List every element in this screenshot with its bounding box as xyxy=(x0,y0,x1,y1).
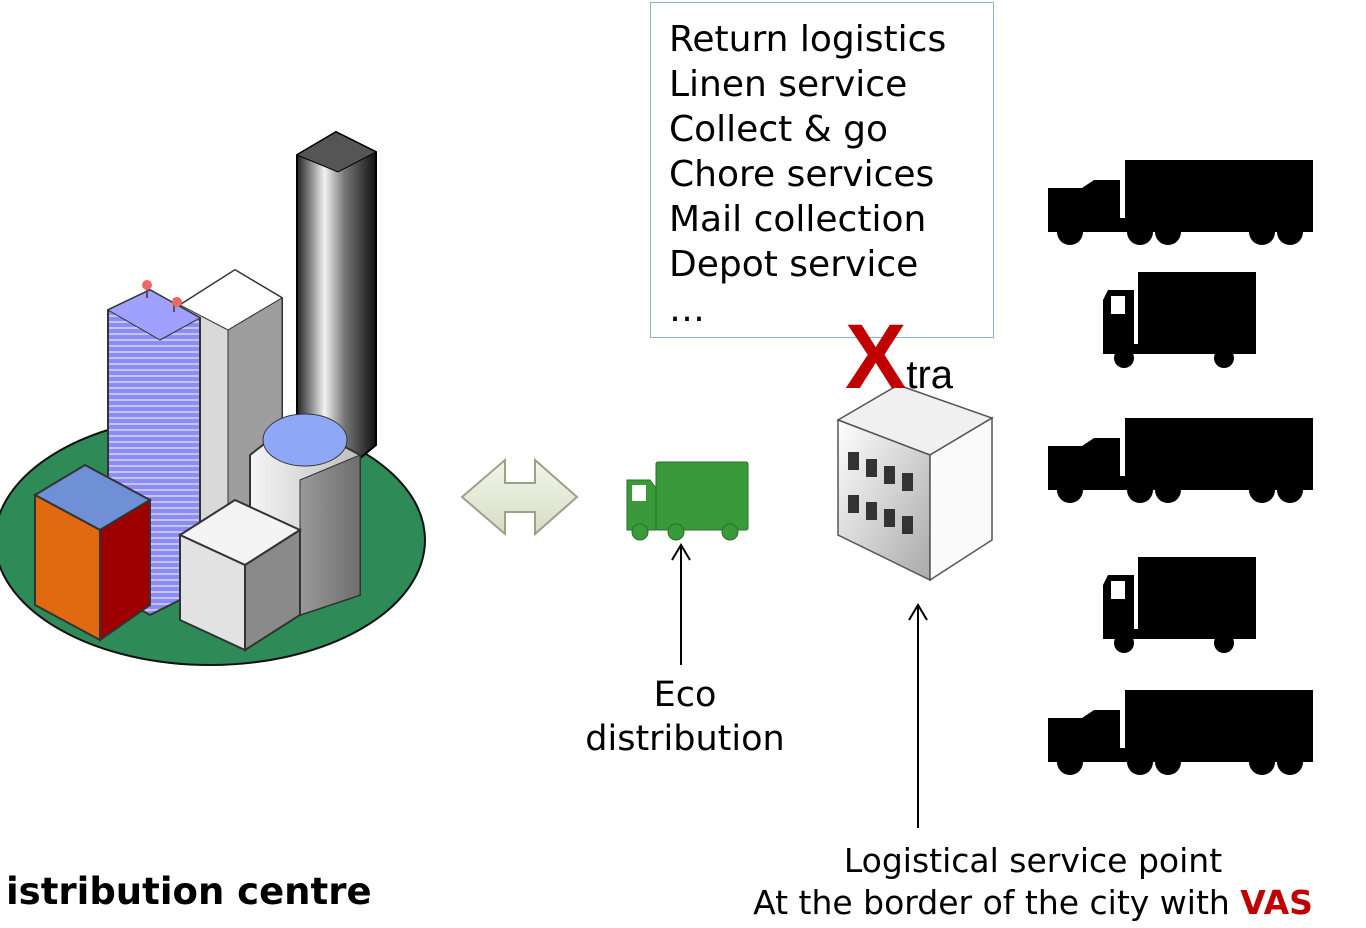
vas-highlight: VAS xyxy=(1240,883,1313,922)
eco-label-line1: Eco xyxy=(653,675,717,715)
box-truck-icon xyxy=(1103,557,1256,653)
semi-truck-icon xyxy=(1048,690,1313,775)
service-item: Depot service xyxy=(669,244,919,285)
service-item: Mail collection xyxy=(669,199,927,240)
eco-distribution-label: Eco distribution xyxy=(575,673,795,761)
service-point-line2: At the border of the city with VAS xyxy=(700,882,1366,924)
eco-truck-icon xyxy=(626,461,749,541)
services-box: Return logistics Linen service Collect &… xyxy=(650,2,994,338)
service-item: Linen service xyxy=(669,64,908,105)
xtra-x-letter: X xyxy=(845,306,907,408)
xtra-building-icon xyxy=(836,384,994,582)
dome-building xyxy=(249,413,361,617)
xtra-rest: tra xyxy=(906,353,954,397)
semi-truck-icon xyxy=(1048,418,1313,503)
service-item: … xyxy=(669,289,705,330)
distribution-centre-label: istribution centre xyxy=(6,870,372,913)
service-point-up-arrow xyxy=(908,603,928,828)
box-truck-icon xyxy=(1103,272,1256,368)
double-arrow xyxy=(460,457,579,537)
service-item: Chore services xyxy=(669,154,935,195)
eco-label-line2: distribution xyxy=(585,719,785,759)
semi-truck-icon xyxy=(1048,160,1313,245)
red-building xyxy=(32,463,153,642)
grey-block xyxy=(177,498,303,652)
services-list: Return logistics Linen service Collect &… xyxy=(669,17,946,332)
eco-up-arrow xyxy=(671,543,691,665)
xtra-logo: Xtra xyxy=(845,311,954,403)
service-point-line1: Logistical service point xyxy=(843,841,1223,880)
service-point-label: Logistical service point At the border o… xyxy=(700,840,1366,924)
city-illustration xyxy=(0,130,426,666)
service-point-line2-text: At the border of the city with xyxy=(753,883,1241,922)
service-item: Collect & go xyxy=(669,109,889,150)
service-item: Return logistics xyxy=(669,19,947,60)
